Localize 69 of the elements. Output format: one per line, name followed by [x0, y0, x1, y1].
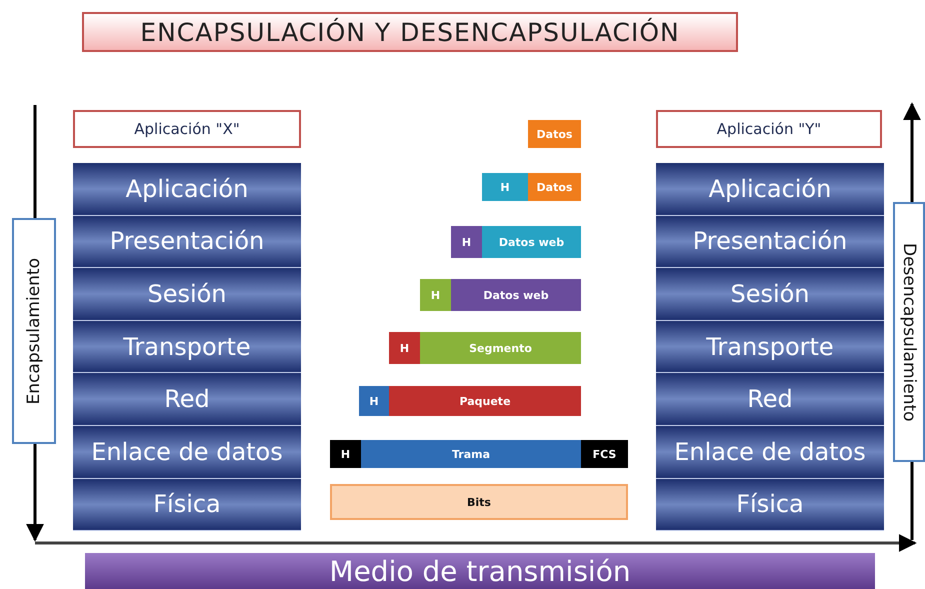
data-unit-segment — [451, 226, 482, 258]
segment-label: Datos — [536, 128, 572, 140]
layer-name: Presentación — [110, 227, 264, 256]
layer-box — [73, 426, 301, 479]
data-unit-segment — [330, 440, 361, 468]
layer-name: Aplicación — [126, 174, 248, 203]
data-unit-segment — [528, 120, 581, 148]
layer-box — [73, 163, 301, 216]
data-unit-segment — [451, 279, 581, 311]
data-unit-segment — [389, 332, 420, 364]
data-unit-segment — [482, 173, 528, 201]
layer-name: Presentación — [692, 227, 848, 256]
segment-label: Paquete — [459, 394, 511, 408]
layer-name: Física — [153, 490, 221, 518]
layer-name: Aplicación — [708, 174, 832, 203]
segment-label: H — [500, 180, 510, 194]
layer-box — [656, 478, 884, 532]
transmission-medium-band — [85, 553, 875, 589]
layer-box — [656, 426, 884, 479]
segment-label: Datos — [536, 180, 572, 194]
layer-name: Red — [164, 385, 210, 414]
application-box — [656, 110, 882, 148]
side-label-box — [12, 218, 56, 444]
layer-name: Física — [736, 490, 804, 518]
layer-name: Transporte — [706, 332, 834, 361]
layer-box — [656, 268, 884, 321]
segment-label: H — [462, 236, 472, 248]
segment-label: H — [430, 288, 440, 302]
data-unit-segment — [330, 484, 628, 520]
layer-name: Enlace de datos — [91, 438, 283, 466]
segment-label: Bits — [467, 496, 491, 508]
data-unit-segment — [528, 173, 581, 201]
label-text: Aplicación "X" — [134, 120, 240, 138]
segment-label: Datos web — [483, 288, 549, 302]
segment-label: Segmento — [469, 342, 532, 354]
label-text: Desencapsulamiento — [899, 242, 919, 422]
layer-name: Sesión — [147, 280, 227, 308]
layer-box — [656, 320, 884, 374]
layer-box — [656, 163, 884, 216]
data-unit-segment — [389, 386, 581, 416]
layer-box — [656, 216, 884, 268]
layer-box — [73, 373, 301, 426]
title: ENCAPSULACIÓN Y DESENCAPSULACIÓN — [82, 12, 738, 52]
label-text: Encapsulamiento — [24, 258, 44, 404]
layer-name: Red — [747, 385, 793, 414]
data-unit-segment — [581, 440, 628, 468]
layer-box — [73, 268, 301, 321]
layer-box — [73, 216, 301, 268]
layer-name: Enlace de datos — [674, 438, 866, 466]
segment-label: H — [340, 448, 350, 460]
side-label-box — [893, 202, 925, 462]
data-unit-segment — [420, 279, 451, 311]
segment-label: H — [369, 394, 379, 408]
segment-label: FCS — [592, 448, 616, 460]
segment-label: Trama — [452, 448, 490, 460]
label-text: Medio de transmisión — [329, 554, 631, 588]
layer-box — [73, 478, 301, 532]
data-unit-segment — [482, 226, 581, 258]
segment-label: H — [400, 342, 410, 354]
segment-label: Datos web — [498, 236, 564, 248]
layer-box — [656, 373, 884, 426]
layer-name: Sesión — [730, 280, 810, 308]
data-unit-segment — [420, 332, 581, 364]
data-unit-segment — [361, 440, 581, 468]
label-text: Aplicación "Y" — [716, 120, 822, 138]
data-unit-segment — [359, 386, 389, 416]
layer-name: Transporte — [123, 332, 251, 361]
application-box — [73, 110, 301, 148]
layer-box — [73, 320, 301, 374]
